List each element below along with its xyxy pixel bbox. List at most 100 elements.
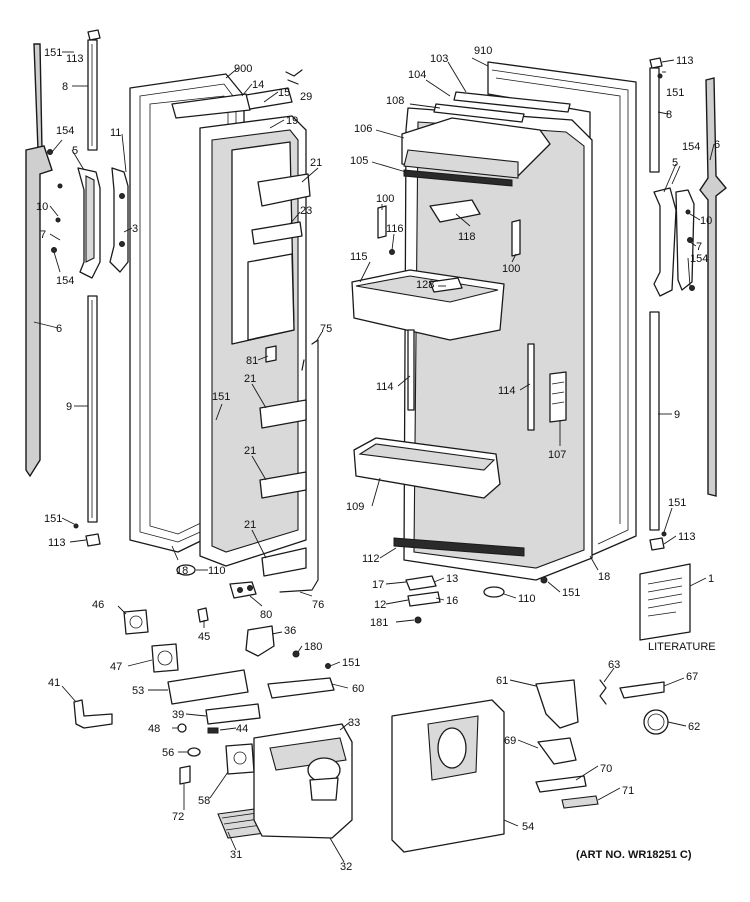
part-36-bracket bbox=[245, 625, 275, 657]
label-14: 14 bbox=[252, 79, 264, 91]
label-17: 17 bbox=[372, 579, 384, 591]
label-6: 6 bbox=[714, 139, 720, 151]
label-7: 7 bbox=[40, 229, 46, 241]
part-70-lever bbox=[535, 775, 587, 793]
label-114: 114 bbox=[498, 385, 516, 397]
label-114: 114 bbox=[376, 381, 394, 393]
door-cap-106 bbox=[401, 117, 551, 179]
door-bin-109 bbox=[353, 437, 501, 499]
label-76: 76 bbox=[312, 599, 324, 611]
label-115: 115 bbox=[350, 251, 368, 263]
label-29: 29 bbox=[300, 91, 312, 103]
label-113: 113 bbox=[678, 531, 696, 543]
part-48-nut bbox=[177, 723, 187, 733]
label-900: 900 bbox=[234, 63, 252, 75]
label-110: 110 bbox=[208, 565, 226, 577]
label-60: 60 bbox=[352, 683, 364, 695]
label-113: 113 bbox=[48, 537, 66, 549]
label-75: 75 bbox=[320, 323, 332, 335]
part-33-dispenser-housing bbox=[253, 723, 353, 839]
label-10: 10 bbox=[36, 201, 48, 213]
label-67: 67 bbox=[686, 671, 698, 683]
screws-left-door bbox=[47, 149, 79, 529]
screws-right-door bbox=[657, 73, 695, 537]
leader-lines bbox=[33, 51, 715, 863]
part-58-motor bbox=[225, 743, 255, 775]
label-63: 63 bbox=[608, 659, 620, 671]
label-16: 16 bbox=[446, 595, 458, 607]
label-23: 23 bbox=[300, 205, 312, 217]
label-36: 36 bbox=[284, 625, 296, 637]
label-54: 54 bbox=[522, 821, 534, 833]
label-110: 110 bbox=[518, 593, 536, 605]
door-bin-115 bbox=[351, 269, 505, 341]
part-39-board bbox=[205, 703, 261, 725]
freezer-handle-assembly bbox=[77, 167, 101, 279]
label-7: 7 bbox=[696, 241, 702, 253]
label-151: 151 bbox=[666, 87, 684, 99]
label-45: 45 bbox=[198, 631, 210, 643]
label-1: 1 bbox=[708, 573, 714, 585]
label-118: 118 bbox=[458, 231, 476, 243]
door-rails-114 bbox=[407, 329, 535, 431]
label-18: 18 bbox=[598, 571, 610, 583]
label-6: 6 bbox=[56, 323, 62, 335]
hinge-parts-lower bbox=[405, 575, 548, 624]
label-5: 5 bbox=[72, 145, 78, 157]
part-45-clip bbox=[197, 607, 209, 623]
freezer-foot-110 bbox=[176, 564, 196, 576]
label-151: 151 bbox=[342, 657, 360, 669]
label-58: 58 bbox=[198, 795, 210, 807]
label-8: 8 bbox=[62, 81, 68, 93]
freezer-door-trim-strip-upper bbox=[87, 39, 98, 151]
art-number: (ART NO. WR18251 C) bbox=[576, 849, 692, 861]
door-stop-29 bbox=[285, 69, 303, 85]
label-100: 100 bbox=[502, 263, 520, 275]
label-62: 62 bbox=[688, 721, 700, 733]
label-910: 910 bbox=[474, 45, 492, 57]
label-21: 21 bbox=[310, 157, 322, 169]
label-112: 112 bbox=[362, 553, 380, 565]
label-44: 44 bbox=[236, 723, 248, 735]
label-104: 104 bbox=[408, 69, 426, 81]
part-71-pad bbox=[561, 795, 599, 809]
label-151: 151 bbox=[44, 47, 62, 59]
label-21: 21 bbox=[244, 519, 256, 531]
fresh-food-trim-strip-lower bbox=[649, 311, 660, 531]
label-108: 108 bbox=[386, 95, 404, 107]
label-151: 151 bbox=[562, 587, 580, 599]
label-116: 116 bbox=[386, 223, 404, 235]
label-21: 21 bbox=[244, 445, 256, 457]
part-53-panel bbox=[167, 669, 249, 705]
label-19: 19 bbox=[286, 115, 298, 127]
part-63-spring bbox=[599, 679, 607, 705]
label-69: 69 bbox=[504, 735, 516, 747]
fresh-food-handle-assembly bbox=[653, 187, 695, 297]
label-80: 80 bbox=[260, 609, 272, 621]
label-106: 106 bbox=[354, 123, 372, 135]
part-41-actuator bbox=[73, 699, 113, 729]
label-107: 107 bbox=[548, 449, 566, 461]
label-18: 18 bbox=[176, 565, 188, 577]
part-56-cap bbox=[187, 747, 201, 757]
freezer-handle-bracket bbox=[109, 167, 129, 273]
label-72: 72 bbox=[172, 811, 184, 823]
label-56: 56 bbox=[162, 747, 174, 759]
label-21: 21 bbox=[244, 373, 256, 385]
label-31: 31 bbox=[230, 849, 242, 861]
label-113: 113 bbox=[66, 53, 84, 65]
freezer-door-gasket-left bbox=[25, 43, 53, 478]
label-3: 3 bbox=[132, 223, 138, 235]
fresh-food-door-gasket bbox=[699, 77, 727, 497]
label-151: 151 bbox=[212, 391, 230, 403]
part-151-screw-lower bbox=[325, 663, 331, 669]
label-154: 154 bbox=[56, 125, 74, 137]
label-39: 39 bbox=[172, 709, 184, 721]
freezer-door-shelves bbox=[251, 173, 311, 577]
shelf-118 bbox=[429, 199, 481, 223]
label-71: 71 bbox=[622, 785, 634, 797]
label-9: 9 bbox=[66, 401, 72, 413]
label-33: 33 bbox=[348, 717, 360, 729]
